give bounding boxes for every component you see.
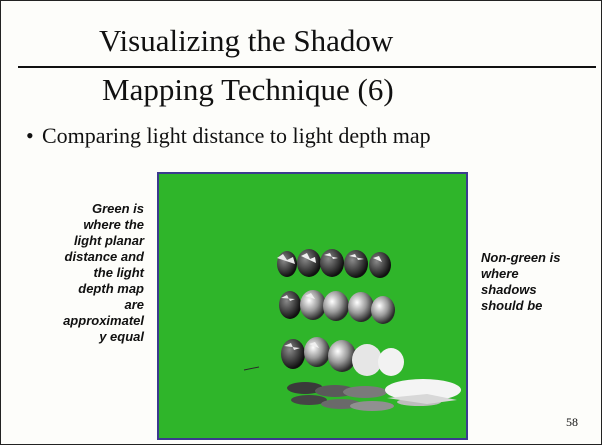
ground-shadows bbox=[243, 366, 461, 411]
left-note-line: depth map bbox=[78, 281, 144, 296]
left-note-line: where the bbox=[83, 217, 144, 232]
bullet-marker: • bbox=[26, 123, 34, 148]
title-divider bbox=[18, 66, 596, 68]
slide-title-line-2: Mapping Technique (6) bbox=[102, 72, 394, 107]
bullet-text: Comparing light distance to light depth … bbox=[42, 123, 431, 148]
left-note-line: Green is bbox=[91, 201, 144, 216]
left-note-line: approximatel bbox=[63, 313, 144, 328]
right-note-line: where bbox=[481, 266, 519, 281]
page-number: 58 bbox=[566, 415, 578, 429]
sphere-row-bottom bbox=[281, 337, 404, 376]
sphere-row-middle bbox=[279, 290, 395, 324]
shadow-scene-image bbox=[159, 174, 466, 438]
right-note-line: Non-green is bbox=[481, 250, 561, 265]
slide-title-line-1: Visualizing the Shadow bbox=[99, 23, 394, 58]
left-note-line: distance and bbox=[64, 249, 144, 264]
sphere-row-top bbox=[277, 249, 391, 278]
right-note: Non-green is where shadows should be bbox=[481, 250, 591, 314]
right-note-line: should be bbox=[481, 298, 543, 313]
shadow-map-visualization bbox=[157, 172, 468, 440]
left-note-line: the light bbox=[93, 265, 144, 280]
left-note-line: are bbox=[124, 297, 144, 312]
left-note-line: light planar bbox=[73, 233, 144, 248]
left-note: Green is where the light planar distance… bbox=[16, 201, 144, 345]
left-note-line: y equal bbox=[99, 329, 144, 344]
right-note-line: shadows bbox=[481, 282, 537, 297]
bullet-item: • Comparing light distance to light depth… bbox=[26, 123, 431, 149]
